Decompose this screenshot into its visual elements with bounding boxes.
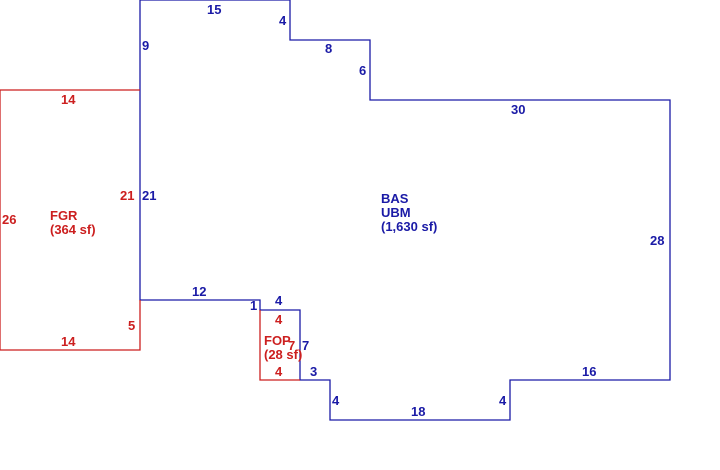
dim-top-right: 30 xyxy=(511,102,525,117)
garage-dim-bottom: 14 xyxy=(61,334,76,349)
porch-dim-top: 4 xyxy=(275,312,283,327)
garage-dim-right: 21 xyxy=(120,188,134,203)
dim-bottom-right: 16 xyxy=(582,364,596,379)
dim-step-1: 4 xyxy=(279,13,287,28)
dim-notch-top: 4 xyxy=(275,293,283,308)
dim-upper-left: 9 xyxy=(142,38,149,53)
garage-dim-lower-right: 5 xyxy=(128,318,135,333)
porch-dim-bottom: 4 xyxy=(275,364,283,379)
main-area-size: (1,630 sf) xyxy=(381,219,437,234)
dim-step-5: 3 xyxy=(310,364,317,379)
dim-step-3: 4 xyxy=(499,393,507,408)
garage-dim-top: 14 xyxy=(61,92,76,107)
porch-outline xyxy=(259,310,300,381)
dim-notch-side: 1 xyxy=(250,298,257,313)
main-area-code-2: UBM xyxy=(381,205,411,220)
dim-right: 28 xyxy=(650,233,664,248)
garage-code: FGR xyxy=(50,208,78,223)
porch-code: FOP xyxy=(264,333,291,348)
dim-step-2: 6 xyxy=(359,63,366,78)
dim-bottom: 18 xyxy=(411,404,425,419)
garage-dim-left: 26 xyxy=(2,212,16,227)
dim-step-4: 4 xyxy=(332,393,340,408)
dim-top-mid: 8 xyxy=(325,41,332,56)
dim-left-mid: 21 xyxy=(142,188,156,203)
dim-step-6: 7 xyxy=(302,338,309,353)
dim-top-left: 15 xyxy=(207,2,221,17)
dim-lower-left: 12 xyxy=(192,284,206,299)
porch-dim-side: 7 xyxy=(288,338,295,353)
main-area-code-1: BAS xyxy=(381,191,409,206)
main-area-outline xyxy=(139,0,671,421)
porch-size: (28 sf) xyxy=(264,347,302,362)
garage-outline xyxy=(0,89,141,351)
garage-size: (364 sf) xyxy=(50,222,96,237)
